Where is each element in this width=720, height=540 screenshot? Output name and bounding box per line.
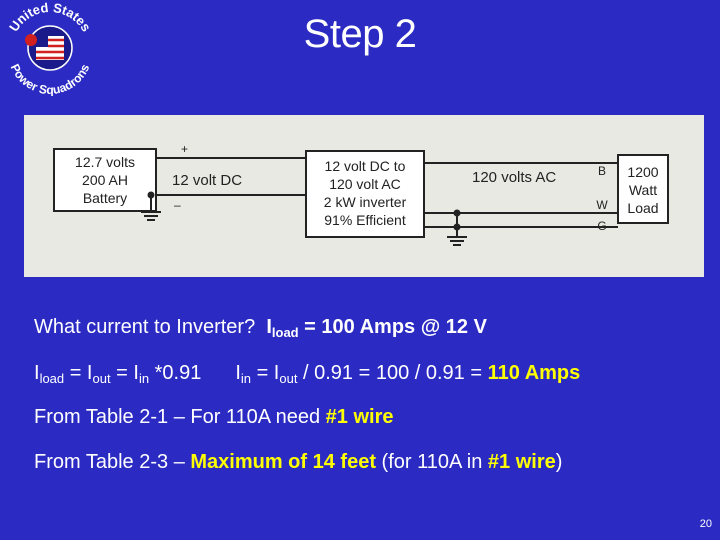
load-line-1: 1200 bbox=[627, 164, 658, 180]
table-line-text: ) bbox=[555, 451, 563, 473]
inverter-line-4: 91% Efficient bbox=[324, 212, 406, 228]
battery-box bbox=[53, 148, 157, 212]
table-2-3-line: From Table 2-3 – Maximum of 14 feet (for… bbox=[34, 451, 562, 474]
wire-label-ground: G bbox=[597, 219, 606, 233]
answer-rest: = 100 Amps @ 12 V bbox=[298, 316, 487, 338]
eq-sub: load bbox=[39, 371, 65, 386]
load-line-3: Load bbox=[627, 200, 658, 216]
question-answer: Iload = 100 Amps @ 12 V bbox=[266, 316, 487, 340]
inverter-line-2: 120 volt AC bbox=[329, 176, 401, 192]
table-line-text: From Table 2-3 – bbox=[34, 451, 191, 473]
battery-line-2: 200 AH bbox=[82, 172, 128, 188]
eq-term: I bbox=[235, 362, 241, 384]
eq-sub: out bbox=[279, 371, 298, 386]
battery-line-3: Battery bbox=[83, 190, 127, 206]
battery-line-1: 12.7 volts bbox=[75, 154, 135, 170]
question-line: What current to Inverter? Iload = 100 Am… bbox=[34, 316, 487, 340]
eq-result: 110 Amps bbox=[487, 362, 581, 384]
page-title: Step 2 bbox=[303, 12, 417, 56]
dc-label: 12 volt DC bbox=[172, 172, 242, 189]
question-text: What current to Inverter? bbox=[34, 316, 256, 338]
wire-label-white: W bbox=[596, 198, 608, 212]
inverter-box bbox=[305, 150, 425, 238]
usps-logo: United States Power Squadrons bbox=[0, 0, 100, 97]
eq-sub: out bbox=[92, 371, 111, 386]
ac-label: 120 volts AC bbox=[472, 169, 556, 186]
inverter-line-3: 2 kW inverter bbox=[324, 194, 407, 210]
wire-size-highlight: #1 wire bbox=[325, 406, 394, 428]
eq-term: = I bbox=[251, 362, 280, 384]
wire-size-highlight: #1 wire bbox=[487, 451, 556, 473]
inverter-line-1: 12 volt DC to bbox=[325, 158, 406, 174]
wire-label-black: B bbox=[598, 164, 606, 178]
negative-sign: – bbox=[174, 198, 181, 212]
answer-sub: load bbox=[271, 325, 299, 340]
answer-i: I bbox=[266, 316, 272, 338]
positive-sign: + bbox=[181, 142, 188, 156]
table-2-1-line: From Table 2-1 – For 110A need #1 wire bbox=[34, 406, 393, 429]
max-length-highlight: Maximum of 14 feet bbox=[190, 451, 376, 473]
eq-term: = I bbox=[110, 362, 139, 384]
page-number: 20 bbox=[699, 518, 712, 530]
table-line-text: (for 110A in bbox=[375, 451, 488, 473]
load-line-2: Watt bbox=[629, 182, 657, 198]
eq-term: = I bbox=[64, 362, 93, 384]
eq-term: *0.91 bbox=[149, 362, 202, 384]
eq-term: I bbox=[34, 362, 40, 384]
load-box bbox=[617, 154, 669, 224]
eq-sub: in bbox=[138, 371, 150, 386]
eq-term: / 0.91 = 100 / 0.91 = bbox=[297, 362, 488, 384]
eq-sub: in bbox=[240, 371, 252, 386]
wiring-diagram: 12.7 volts 200 AH Battery + – 12 volt DC… bbox=[24, 115, 704, 277]
table-line-text: From Table 2-1 – For 110A need bbox=[34, 406, 326, 428]
